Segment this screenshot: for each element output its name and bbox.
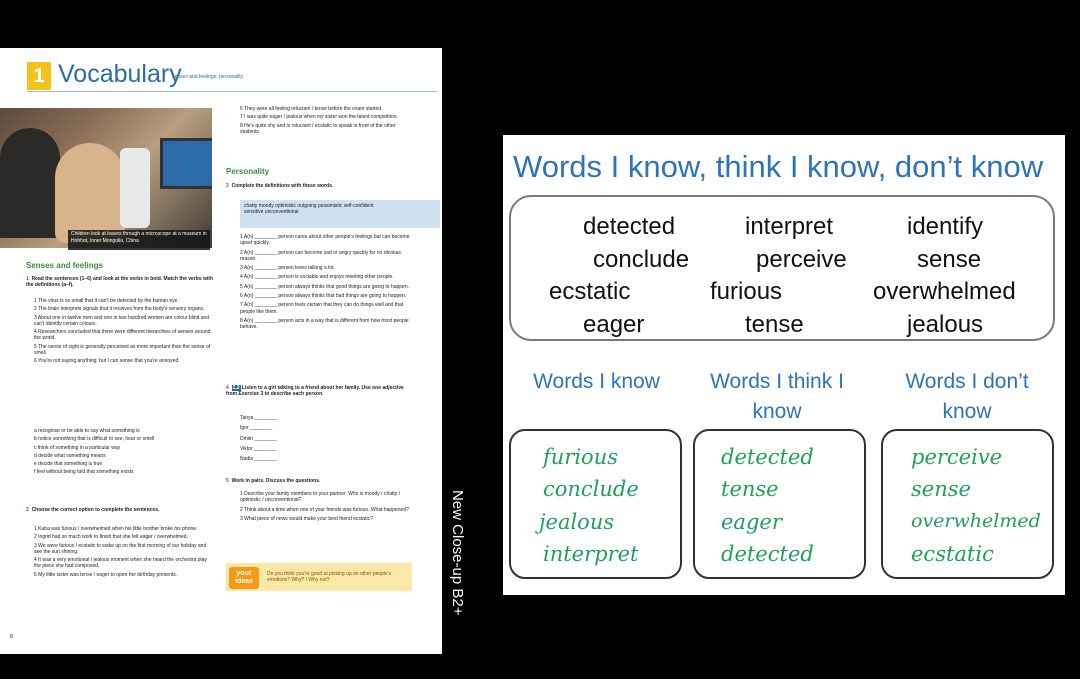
list-item: 5 The sense of sight is generally percei… — [34, 343, 211, 357]
list-item: 2 Think about a time when one of your fr… — [240, 506, 409, 513]
column-box-dont-know: perceive sense overwhelmed ecstatic — [881, 429, 1054, 579]
list-item: b notice something that is difficult to … — [34, 436, 155, 443]
unit-subtitle: senses and feelings; personality — [172, 74, 244, 80]
list-item: d decide what something means — [34, 452, 106, 459]
handwritten-word: tense — [721, 477, 779, 501]
handwritten-word: ecstatic — [911, 542, 994, 566]
unit-number-badge: 1 — [27, 62, 51, 90]
personality-heading: Personality — [226, 167, 270, 176]
list-item: 8 A(n) ________ person acts in a way tha… — [240, 317, 409, 331]
handwritten-word: detected — [721, 445, 814, 469]
ex4-instruction: 4 1.2 Listen to a girl talking to a frie… — [226, 385, 404, 398]
handwritten-word: conclude — [543, 477, 639, 501]
list-item: e decide that something is true — [34, 461, 103, 468]
list-item: 6 They were all feeling reluctant / tens… — [240, 106, 383, 112]
word-bank-item: jealous — [907, 311, 984, 338]
slide-title: Words I know, think I know, don’t know — [513, 149, 1044, 184]
handwritten-word: perceive — [911, 445, 1003, 469]
word-bank-item: sense — [917, 246, 982, 273]
page-number: 8 — [10, 634, 13, 640]
word-box-words: chatty moody optimistic outgoing pessimi… — [244, 203, 374, 216]
list-item: 2 Ingrid had so much work to finish that… — [34, 534, 188, 541]
list-item: 2 A(n) ________ person can become sad or… — [240, 249, 401, 262]
your-ideas-text: Do you think you're good at picking up o… — [267, 571, 392, 584]
list-item: 8 He's quite shy and is reluctant / ecst… — [240, 122, 396, 135]
list-item: 6 A(n) ________ person always thinks tha… — [240, 293, 407, 300]
column-box-think-know: detected tense eager detected — [693, 429, 866, 579]
column-box-know: furious conclude jealous interpret — [509, 429, 682, 579]
word-bank-box: detected interpret identify conclude per… — [509, 195, 1055, 341]
ex1-instruction: 1 Read the sentences (1–6) and look at t… — [26, 276, 213, 289]
word-bank-item: furious — [710, 278, 783, 305]
ex1-sentences: 1 The virus is so small that it can't be… — [34, 298, 214, 365]
list-item: f feel without being told that something… — [34, 469, 134, 476]
list-item: c think of something in a particular way — [34, 444, 121, 451]
ex3-definitions: 1 A(n) ________ person cares about other… — [240, 234, 415, 331]
ex5-instruction: 5 Work in pairs. Discuss the questions. — [226, 478, 321, 484]
list-item: a recognise or be able to say what somet… — [34, 428, 140, 434]
handwritten-word: sense — [911, 477, 971, 501]
handwritten-word: furious — [543, 445, 618, 469]
list-item: 7 A(n) ________ person feels certain tha… — [240, 302, 404, 315]
audio-track-badge[interactable]: 1.2 — [231, 385, 241, 391]
list-item: Tanya ________ — [240, 415, 277, 421]
textbook-page: 1 Vocabulary senses and feelings; person… — [0, 48, 442, 654]
word-bank-item: eager — [583, 311, 645, 338]
ex2-sentences: 1 Kuba was furious / overwhelmed when hi… — [34, 526, 214, 578]
your-ideas-badge: your ideas — [229, 567, 259, 589]
ex4-names: Tanya ________ Igor ________ Dmitri ____… — [240, 415, 320, 462]
list-item: 3 What piece of news would make your bes… — [240, 515, 373, 522]
word-bank-item: tense — [745, 311, 804, 338]
list-item: 1 Describe your family members to your p… — [240, 491, 401, 504]
list-item: Dmitri ________ — [240, 435, 277, 442]
ex2-instruction: 2 Choose the correct option to complete … — [26, 507, 160, 513]
handwritten-word: overwhelmed — [911, 510, 1041, 532]
list-item: 1 Kuba was furious / overwhelmed when hi… — [34, 526, 198, 532]
handwritten-word: interpret — [543, 542, 639, 566]
list-item: 6 You're not saying anything, but I can … — [34, 358, 180, 365]
list-item: 3 About one in twelve men and one in two… — [34, 314, 210, 327]
photo-caption: Children look at leaves through a micros… — [68, 230, 210, 250]
word-bank-item: conclude — [593, 246, 690, 273]
ex3-instruction: 3 Complete the definitions with these wo… — [226, 183, 334, 189]
header-rule — [27, 91, 437, 92]
microscope-photo — [0, 108, 212, 248]
list-item: Igor ________ — [240, 425, 273, 432]
list-item: Nadia ________ — [240, 456, 277, 463]
word-bank-item: overwhelmed — [873, 278, 1016, 305]
senses-heading: Senses and feelings — [26, 261, 103, 270]
list-item: 3 We were furious / ecstatic to wake up … — [34, 542, 207, 555]
list-item: 3 A(n) ________ person loves talking a l… — [240, 265, 335, 272]
list-item: 4 A(n) ________ person is sociable and e… — [240, 274, 394, 281]
list-item: 7 I was quite eager / jealous when my si… — [240, 114, 398, 121]
list-item: 1 A(n) ________ person cares about other… — [240, 234, 410, 247]
word-bank-item: identify — [907, 213, 984, 240]
word-box: chatty moody optimistic outgoing pessimi… — [240, 200, 440, 228]
ex5-questions: 1 Describe your family members to your p… — [240, 491, 410, 522]
list-item: 2 The brain interprets signals that it r… — [34, 306, 205, 313]
word-bank-item: interpret — [745, 213, 834, 240]
word-bank-item: detected — [583, 213, 676, 240]
unit-title: Vocabulary — [58, 60, 182, 88]
list-item: 5 My little sister was tense / eager to … — [34, 571, 178, 578]
list-item: 5 A(n) ________ person always thinks tha… — [240, 283, 410, 290]
word-bank-item: perceive — [756, 246, 847, 273]
handwritten-word: detected — [721, 542, 814, 566]
handwritten-word: jealous — [539, 510, 615, 534]
book-spine: New Close-up B2+ — [442, 490, 472, 660]
slide: Words I know, think I know, don’t know d… — [503, 135, 1065, 595]
list-item: 4 It was a very emotional / jealous mome… — [34, 557, 207, 570]
ex2-sentences-continued: 6 They were all feeling reluctant / tens… — [240, 106, 410, 135]
list-item: Viktor ________ — [240, 445, 277, 452]
list-item: 1 The virus is so small that it can't be… — [34, 298, 179, 304]
column-heading-know: Words I know — [533, 370, 660, 393]
ex1-definitions: a recognise or be able to say what somet… — [34, 428, 214, 476]
handwritten-word: eager — [721, 510, 782, 534]
word-bank-item: ecstatic — [549, 278, 631, 305]
spine-title: New Close-up B2+ — [449, 490, 466, 616]
list-item: 4 Researchers concluded that there were … — [34, 329, 211, 342]
